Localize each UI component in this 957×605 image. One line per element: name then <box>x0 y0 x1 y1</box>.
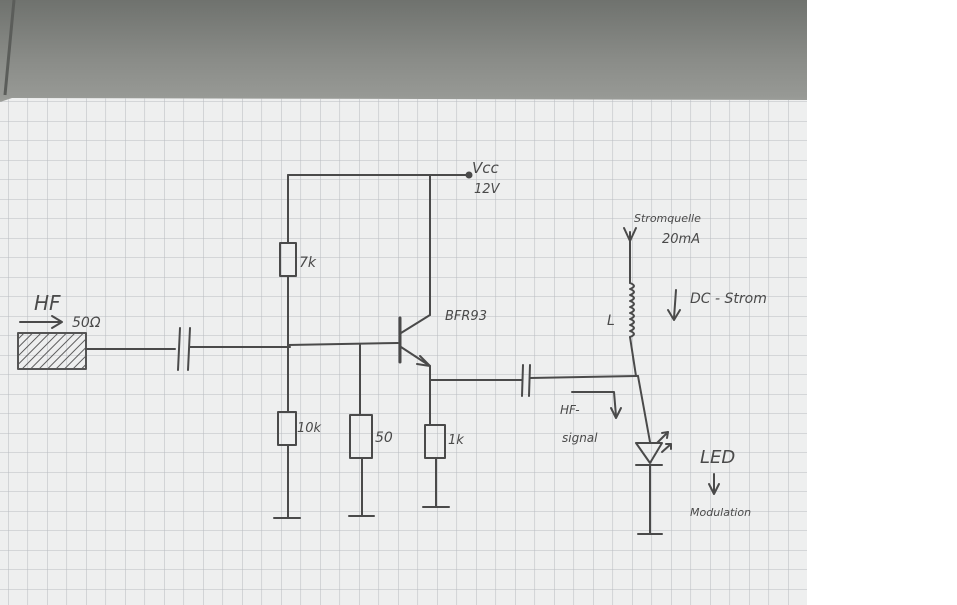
label-current-value: 20mA <box>662 232 700 247</box>
hf-source <box>17 315 176 370</box>
photo-background: Vcc 12V BFR93 HF 50Ω 7k 10k 50 1k Stromq… <box>0 0 807 605</box>
current-source-branch <box>623 227 681 377</box>
supply-rail <box>287 171 473 316</box>
label-r-bottom: 10k <box>297 421 322 436</box>
led <box>635 375 720 535</box>
label-current-source: Stromquelle <box>634 212 701 225</box>
label-transistor: BFR93 <box>445 309 487 324</box>
hf-signal-arrow <box>571 391 622 419</box>
label-r-top: 7k <box>299 255 317 271</box>
input-capacitor <box>177 327 291 371</box>
label-inductor: L <box>607 313 615 329</box>
resistor-10k <box>273 411 301 519</box>
resistor-1k <box>422 424 450 508</box>
label-modulation: Modulation <box>690 506 751 519</box>
transistor-bfr93 <box>398 314 431 426</box>
label-r-load: 50 <box>375 430 393 446</box>
label-led: LED <box>700 447 735 468</box>
label-impedance: 50Ω <box>72 315 101 331</box>
coupling-capacitor <box>429 364 639 397</box>
label-hf-signal-2: signal <box>562 431 598 445</box>
label-r-emitter: 1k <box>448 433 464 448</box>
label-hf-input: HF <box>34 291 61 315</box>
desk-edge <box>3 0 16 96</box>
base-line <box>287 342 399 346</box>
paper-grid <box>0 98 807 605</box>
resistor-50 <box>348 344 375 517</box>
label-hf-signal-1: HF- <box>560 403 580 417</box>
label-supply-value: 12V <box>474 182 501 197</box>
label-dc-current: DC - Strom <box>690 291 767 307</box>
circuit-sketch: Vcc 12V BFR93 HF 50Ω 7k 10k 50 1k Stromq… <box>0 0 807 605</box>
label-supply-v: Vcc <box>472 159 500 177</box>
